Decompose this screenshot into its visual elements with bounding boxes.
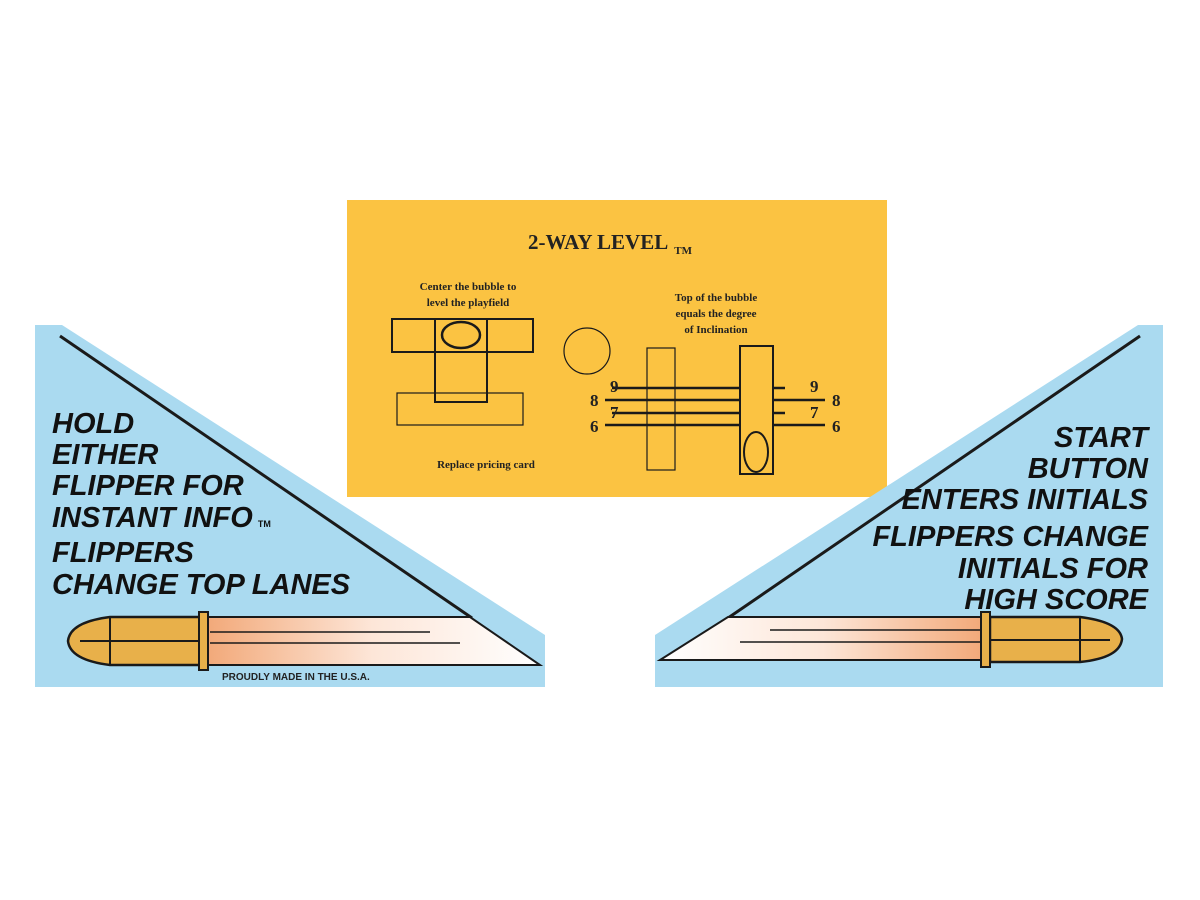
right-instruction-card: START BUTTON ENTERS INITIALS FLIPPERS CH…: [655, 325, 1163, 687]
caption-line: Center the bubble to: [420, 281, 517, 293]
level-card: 2-WAY LEVEL TM Center the bubble to level…: [347, 200, 887, 497]
bullet-icon: [66, 611, 544, 671]
scale-number: 6: [590, 417, 599, 436]
level-title: 2-WAY LEVEL: [528, 230, 668, 254]
card-line: INSTANT INFO: [52, 502, 253, 534]
card-line: EITHER: [52, 439, 158, 471]
scale-number: 7: [810, 403, 819, 422]
scale-number: 6: [832, 417, 841, 436]
card-line: BUTTON: [1028, 453, 1149, 485]
card-line: ENTERS INITIALS: [901, 484, 1148, 516]
scale-number: 8: [832, 391, 841, 410]
card-line: FLIPPERS: [52, 537, 194, 569]
scale-number: 9: [810, 377, 819, 396]
level-diagram: [391, 318, 825, 475]
scale-number: 7: [610, 403, 619, 422]
caption-line: Top of the bubble: [675, 292, 758, 304]
card-line: START: [1054, 422, 1150, 454]
caption-line: level the playfield: [427, 297, 510, 309]
caption-line: equals the degree: [675, 308, 756, 320]
scale-number: 9: [610, 377, 619, 396]
left-instruction-card: HOLD EITHER FLIPPER FOR INSTANT INFO TM F…: [35, 325, 545, 687]
card-line: FLIPPER FOR: [52, 470, 244, 502]
bullet-icon: [656, 611, 1124, 668]
caption-line: of Inclination: [684, 324, 747, 336]
card-line: CHANGE TOP LANES: [52, 569, 351, 601]
made-in-usa-label: PROUDLY MADE IN THE U.S.A.: [222, 672, 370, 683]
card-line: INITIALS FOR: [958, 553, 1148, 585]
caption-line: Replace pricing card: [437, 459, 535, 471]
diagonal-stripe: [727, 334, 1141, 620]
diagonal-stripe: [59, 334, 473, 620]
card-line: HIGH SCORE: [964, 584, 1149, 616]
card-line: FLIPPERS CHANGE: [872, 521, 1149, 553]
card-line: HOLD: [52, 408, 134, 440]
trademark: TM: [258, 519, 271, 529]
card-line-with-trademark: INSTANT INFO TM: [52, 502, 271, 534]
level-title-line: 2-WAY LEVEL TM: [528, 230, 693, 257]
trademark: TM: [674, 245, 692, 257]
scale-number: 8: [590, 391, 599, 410]
